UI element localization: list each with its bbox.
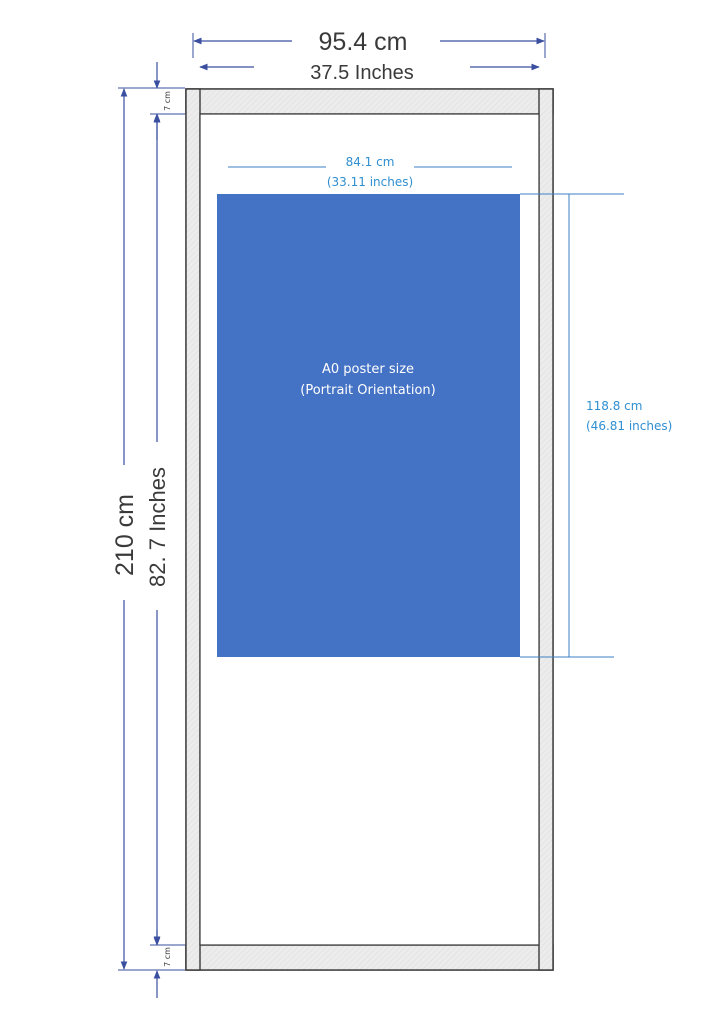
overall-width-inches-label: 37.5 Inches xyxy=(310,62,413,84)
a0-poster xyxy=(217,194,520,657)
frame-left-stile xyxy=(185,88,201,971)
poster-height-dimension: 118.8 cm (46.81 inches) xyxy=(520,193,672,658)
bottom-frame-thickness: 7 cm xyxy=(150,930,185,998)
poster-width-dimension: 84.1 cm (33.11 inches) xyxy=(228,155,512,189)
overall-width-dimension: 95.4 cm 37.5 Inches xyxy=(192,28,546,84)
poster-width-cm-label: 84.1 cm xyxy=(346,155,395,169)
frame-top-rail xyxy=(185,88,554,115)
poster-title: A0 poster size xyxy=(322,362,414,377)
frame-right-stile xyxy=(538,88,554,971)
poster-height-cm-label: 118.8 cm xyxy=(586,399,642,413)
overall-width-cm-label: 95.4 cm xyxy=(319,28,408,56)
poster-subtitle: (Portrait Orientation) xyxy=(300,383,435,398)
poster-height-inches-label: (46.81 inches) xyxy=(586,419,672,433)
overall-height-dimension: 210 cm 82. 7 Inches xyxy=(111,87,185,971)
top-frame-thickness: 7 cm xyxy=(150,62,185,140)
frame-bottom-rail xyxy=(185,944,554,971)
top-frame-thickness-label: 7 cm xyxy=(163,91,172,111)
overall-height-inches-label: 82. 7 Inches xyxy=(145,467,170,587)
poster-width-inches-label: (33.11 inches) xyxy=(327,175,413,189)
bottom-frame-thickness-label: 7 cm xyxy=(163,947,172,967)
overall-height-cm-label: 210 cm xyxy=(111,494,139,576)
